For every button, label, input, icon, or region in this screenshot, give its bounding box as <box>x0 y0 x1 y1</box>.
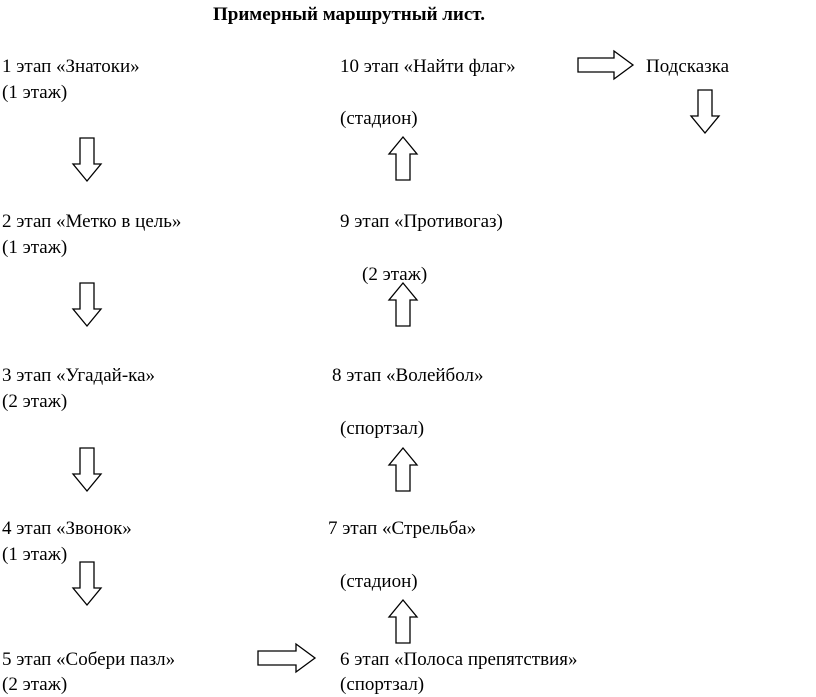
page-title: Примерный маршрутный лист. <box>213 4 485 25</box>
stage-9-name: 9 этап «Противогаз) <box>340 211 503 232</box>
stage-10-place: (стадион) <box>340 108 418 129</box>
stage-4-name: 4 этап «Звонок» <box>2 518 132 539</box>
arrow-up-icon <box>387 281 419 327</box>
stage-9-place: (2 этаж) <box>362 264 428 285</box>
stage-2-name: 2 этап «Метко в цель» <box>2 211 182 232</box>
arrow-right-icon <box>257 642 317 674</box>
stage-7-place: (стадион) <box>340 571 418 592</box>
stage-5-name: 5 этап «Собери пазл» <box>2 649 176 670</box>
stage-6-place: (спортзал) <box>340 674 425 695</box>
arrow-down-icon <box>71 447 103 493</box>
arrow-down-icon <box>71 137 103 183</box>
arrow-down-icon <box>71 282 103 328</box>
stage-8-place: (спортзал) <box>340 418 425 439</box>
stage-10-name: 10 этап «Найти флаг» <box>340 56 516 77</box>
stage-2-place: (1 этаж) <box>2 237 68 258</box>
stage-7-name: 7 этап «Стрельба» <box>328 518 477 539</box>
stage-5-place: (2 этаж) <box>2 674 68 695</box>
stage-1-place: (1 этаж) <box>2 82 68 103</box>
hint-label: Подсказка <box>646 56 730 77</box>
arrow-right-icon <box>577 49 635 81</box>
stage-1-name: 1 этап «Знатоки» <box>2 56 140 77</box>
stage-3-name: 3 этап «Угадай-ка» <box>2 365 156 386</box>
stage-8-name: 8 этап «Волейбол» <box>332 365 484 386</box>
arrow-up-icon <box>387 135 419 181</box>
stage-4-place: (1 этаж) <box>2 544 68 565</box>
arrow-down-icon <box>71 561 103 607</box>
stage-6-name: 6 этап «Полоса препятствия» <box>340 649 578 670</box>
arrow-up-icon <box>387 598 419 644</box>
stage-3-place: (2 этаж) <box>2 391 68 412</box>
arrow-down-icon <box>689 89 721 135</box>
arrow-up-icon <box>387 446 419 492</box>
